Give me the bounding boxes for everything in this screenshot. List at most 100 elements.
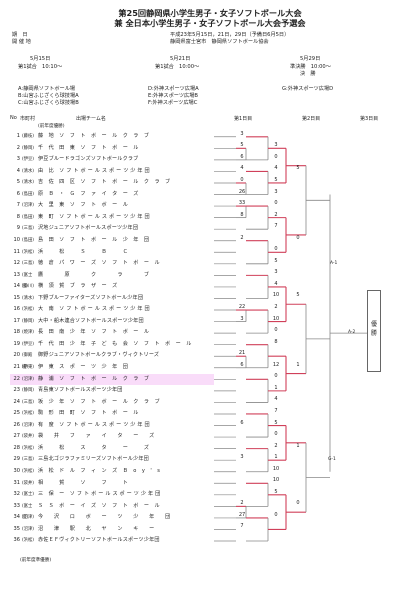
score-value: 3: [240, 130, 244, 137]
team-town: (焼津): [22, 330, 34, 336]
score-value: 0: [274, 153, 278, 160]
team-row: 30(浜松)浜 松 ド ル フ ィ ン ズ Ｂ o y ' s: [10, 466, 214, 478]
team-row: 23(静岡)青島東ソフトボールスポーツ少年団: [10, 385, 214, 397]
place-value: 静岡県富士宮市 静岡県ソフトボール協会: [170, 39, 269, 45]
team-number: 20: [13, 352, 20, 359]
score-value: 5: [274, 257, 278, 264]
team-number: 35: [13, 525, 20, 532]
team-town: (富士宮): [22, 272, 33, 290]
score-value: 4: [274, 280, 278, 287]
team-row: 21(伊東)伊 東 ス ポ ー ツ 少 年 団: [10, 362, 214, 374]
team-town: (静岡): [22, 388, 34, 394]
header-day2: 第2日目: [302, 116, 321, 122]
team-row: 12(三島) 徳 倉 パ ワ ー ズ ソ フ ト ボ ー ル: [10, 258, 214, 270]
score-value: 5: [296, 165, 300, 172]
team-row: 10(島田)島 田 ソ フ ト ボ ー ル 少 年 団: [10, 235, 214, 247]
team-number: 15: [13, 294, 20, 301]
team-name: 長 田 南 少 年 ソ フ ト ボ ー ル: [38, 329, 150, 336]
score-value: 0: [240, 176, 244, 183]
score-value: 5: [274, 176, 278, 183]
score-value: 21: [238, 350, 246, 357]
header-town: 市町村: [20, 116, 36, 122]
team-name: 吉 佐 四 区 ソ フ ト ボ ー ル ク ラ ブ: [38, 179, 171, 186]
team-number: 17: [13, 317, 20, 324]
team-town: (三島): [22, 399, 34, 405]
team-name: 藤 地 ソ フ ト ボ ー ル ク ラ ブ: [38, 133, 150, 139]
team-row: 36(浜松)赤佐ＥＦヴィクトリーソフトボールスポーツ少年団: [10, 535, 214, 547]
note-previous-runner-up: (前年度準優勝): [20, 558, 52, 563]
team-number: 9: [16, 225, 20, 232]
score-value: 1: [296, 442, 300, 449]
team-town: (浜松): [22, 411, 34, 417]
score-value: 2: [274, 442, 278, 449]
team-name: 有 度 ソ フ ト ボ ー ル ス ポ ー ツ 少 年 団: [38, 421, 150, 428]
note-previous-champion: (前年度優勝): [38, 124, 65, 129]
schedule-final: 決 勝: [300, 71, 316, 77]
venue-d: D:外神スポーツ広場A: [148, 86, 199, 92]
schedule-rounds-1: 第1試合 10:10～: [18, 64, 63, 70]
team-name: 大 南 ソ フ ト ボ ー ル ス ポ ー ツ 少 年 団: [38, 306, 150, 313]
team-row: 15(清水)下野ブルーファイターズソフトボール少年団: [10, 293, 214, 305]
team-number: 22: [13, 375, 20, 382]
bracket-label: A-1: [330, 260, 338, 266]
team-name: 鷹 原 ク ラ ブ: [38, 271, 150, 278]
team-number: 7: [16, 202, 20, 209]
team-name: 駒 形 田 町 ソ フ ト ボ ー ル: [38, 410, 139, 417]
team-row: 2(静岡)千 代 田 東 ソ フ ト ボ ー ル: [10, 143, 214, 155]
team-number: 8: [16, 213, 20, 220]
score-value: 3: [274, 142, 278, 149]
team-town: (三島): [22, 261, 34, 267]
team-number: 12: [13, 260, 20, 267]
score-value: 10: [272, 315, 280, 322]
score-value: 1: [274, 454, 278, 461]
team-town: (清水): [22, 168, 34, 174]
team-number: 4: [16, 167, 20, 174]
title-line-2: 兼 全日本小学生男子・女子ソフトボール大会予選会: [114, 18, 306, 28]
team-name: 下野ブルーファイターズソフトボール少年団: [38, 294, 144, 301]
team-number: 11: [13, 248, 20, 255]
venue-g: G:外神スポーツ広場D: [282, 86, 334, 92]
team-row: 25(浜松)駒 形 田 町 ソ フ ト ボ ー ル: [10, 408, 214, 420]
team-row: 28(浜松)浜 松 ス タ ー ズ: [10, 443, 214, 455]
header-team: 出場チーム名: [76, 116, 106, 122]
team-name: 赤佐ＥＦヴィクトリーソフトボールスポーツ少年団: [38, 537, 160, 544]
bracket-label: G-1: [328, 457, 336, 463]
score-value: 0: [296, 234, 300, 241]
team-town: (三島): [22, 226, 34, 232]
team-town: (富士宮): [22, 503, 33, 521]
team-row: 14(掛川)横 須 賀 ブ ラ ザ ー ズ: [10, 281, 214, 293]
schedule-rounds-3: 準決勝 10:00～: [290, 64, 331, 70]
team-town: (浜松): [22, 468, 34, 474]
venue-f: F:外神スポーツ広場C: [148, 100, 198, 106]
team-town: (静岡): [22, 318, 34, 324]
score-value: 0: [296, 500, 300, 507]
team-name: 三 保 ー ソ フ ト ボ ー ル ス ポ ー ツ 少 年 団: [38, 491, 161, 498]
venue-c: C:山宮ふじざくら球技場B: [18, 100, 79, 106]
team-town: (袋井): [22, 480, 34, 486]
team-number: 16: [13, 306, 20, 313]
team-town: (掛川): [22, 284, 34, 290]
tournament-title: 第25回静岡県小学生男子・女子ソフトボール大会 兼 全日本小学生男子・女子ソフト…: [0, 8, 420, 28]
team-name: 千 代 田 東 ソ フ ト ボ ー ル: [38, 144, 139, 151]
score-value: 7: [240, 523, 244, 530]
team-number: 5: [16, 179, 20, 186]
team-row: 16(浜松)大 南 ソ フ ト ボ ー ル ス ポ ー ツ 少 年 団: [10, 304, 214, 316]
schedule-date-1: 5月15日: [30, 56, 51, 62]
team-town: (島田): [22, 191, 34, 197]
team-name: 沢地ジュニアソフトボールスポーツ少年団: [38, 225, 139, 232]
team-row: 32(富士)三 保 ー ソ フ ト ボ ー ル ス ポ ー ツ 少 年 団: [10, 489, 214, 501]
score-value: 22: [238, 304, 246, 311]
score-value: 8: [274, 338, 278, 345]
team-town: (浜松): [22, 538, 34, 544]
team-number: 33: [13, 502, 20, 509]
champion-box: 優 勝: [367, 290, 383, 372]
team-number: 18: [13, 329, 20, 336]
score-value: 33: [238, 200, 246, 207]
team-name: 徳 倉 パ ワ ー ズ ソ フ ト ボ ー ル: [38, 260, 160, 267]
team-number: 24: [13, 398, 20, 405]
team-row: 7(沼津)大 里 東 ソ フ ト ボ ー ル: [10, 200, 214, 212]
team-town: (清水): [22, 180, 34, 186]
score-value: 4: [274, 396, 278, 403]
team-town: (沼津): [22, 526, 34, 532]
